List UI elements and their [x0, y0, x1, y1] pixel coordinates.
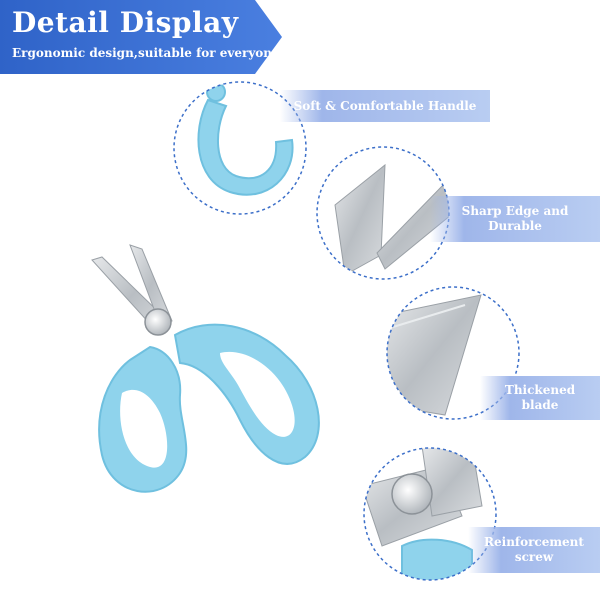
- detail-label-screw-line1: Reinforcement: [484, 535, 584, 549]
- detail-label-sharp-edge: Sharp Edge and Durable: [430, 196, 600, 242]
- detail-label-screw: Reinforcement screw: [468, 527, 600, 573]
- detail-circle-sharp-edge: [315, 145, 451, 281]
- page-title: Detail Display: [12, 6, 239, 39]
- detail-circle-screw: [362, 446, 498, 582]
- detail-label-thick-blade: Thickened blade: [480, 376, 600, 420]
- detail-label-handle: Soft & Comfortable Handle: [280, 90, 490, 122]
- detail-label-thick-blade-line1: Thickened: [504, 383, 576, 397]
- detail-label-sharp-edge-line2: Durable: [488, 219, 542, 233]
- header-banner: Detail Display Ergonomic design,suitable…: [0, 0, 600, 80]
- detail-label-screw-line2: screw: [514, 550, 554, 564]
- detail-label-sharp-edge-line1: Sharp Edge and: [461, 204, 569, 218]
- banner-arrow-shape: [0, 0, 282, 74]
- detail-label-handle-text: Soft & Comfortable Handle: [293, 98, 477, 113]
- scissors-image: [80, 235, 340, 509]
- detail-circle-handle: [172, 80, 308, 216]
- detail-label-thick-blade-line2: blade: [521, 398, 559, 412]
- page-subtitle: Ergonomic design,suitable for everyone: [12, 46, 280, 60]
